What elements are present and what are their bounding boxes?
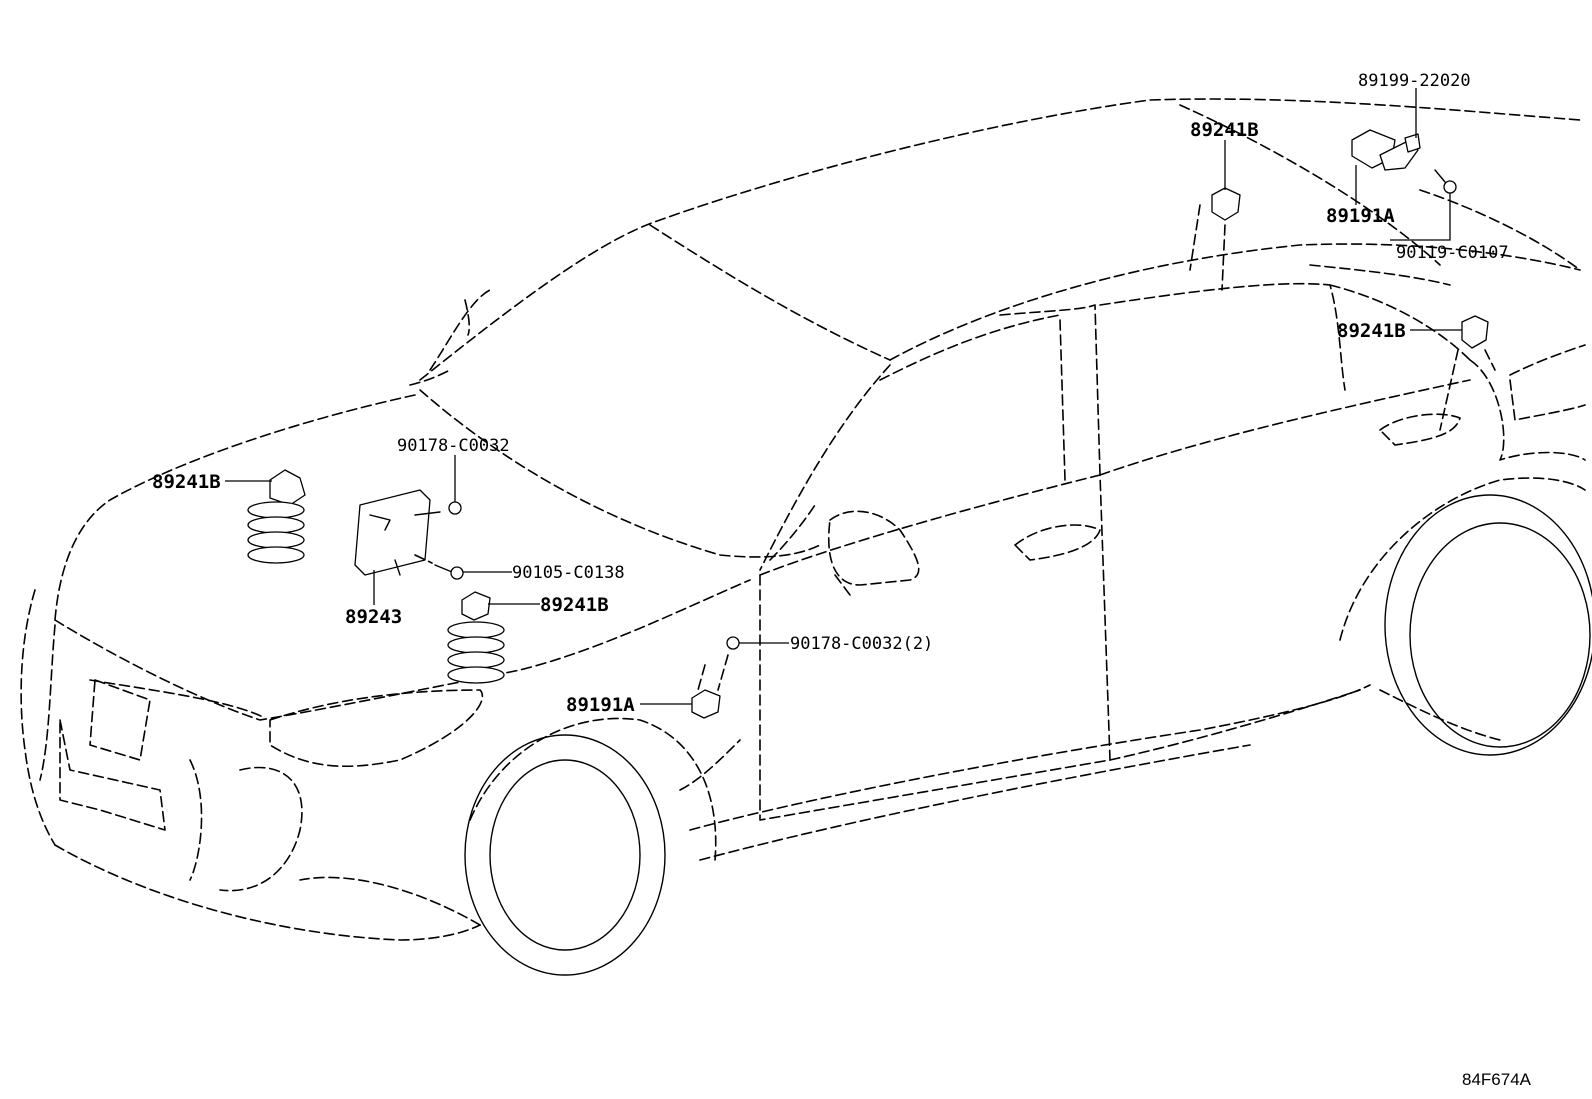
sensor-89241b-mid <box>447 591 505 684</box>
label-89241b-roof: 89241B <box>1190 119 1259 141</box>
bolt-90119 <box>1434 169 1457 194</box>
nut-90178-hood <box>448 501 462 515</box>
leader-lines <box>225 88 1462 705</box>
label-90178-c0032: 90178-C0032 <box>397 436 510 456</box>
sensor-89191a-front <box>691 689 721 719</box>
label-90119-c0107: 90119-C0107 <box>1396 243 1509 263</box>
label-90105-c0138: 90105-C0138 <box>512 563 625 583</box>
rear-wheel <box>1384 494 1592 756</box>
label-89199-22020: 89199-22020 <box>1358 71 1471 91</box>
figure-code: 84F674A <box>1462 1070 1532 1089</box>
sensor-89241b-roof <box>1189 187 1241 291</box>
car-outline <box>20 98 1586 941</box>
label-89241b-rear: 89241B <box>1337 320 1406 342</box>
label-89191a-roof: 89191A <box>1326 205 1395 227</box>
ecu-89243 <box>354 489 441 576</box>
label-89191a-front: 89191A <box>566 694 635 716</box>
label-89241b-mid: 89241B <box>540 594 609 616</box>
label-90178-c0032-2: 90178-C0032(2) <box>790 634 933 654</box>
label-89243: 89243 <box>345 606 402 628</box>
bolt-90105 <box>414 554 464 580</box>
sensor-89241b-rear <box>1439 315 1496 431</box>
label-89241b-left: 89241B <box>152 471 221 493</box>
front-wheel <box>464 734 666 976</box>
sensor-89241b-left <box>247 469 306 564</box>
bracket-89199 <box>1404 133 1421 153</box>
nut-90178-door <box>697 636 740 691</box>
